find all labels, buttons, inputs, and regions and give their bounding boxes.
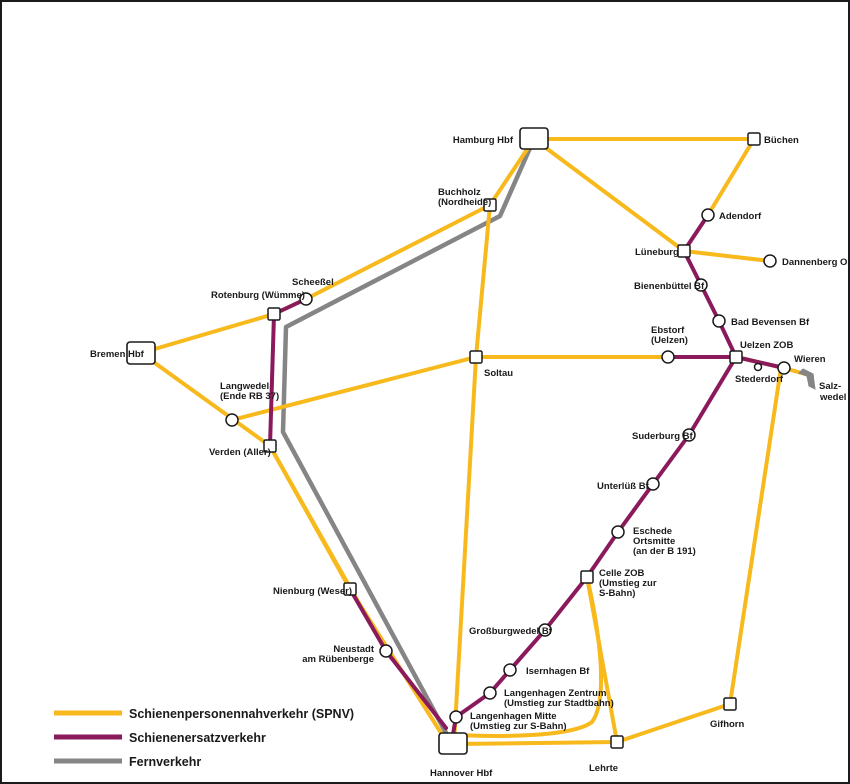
station-rotenburg[interactable] <box>267 307 281 321</box>
sev-uelzen-hannover <box>450 355 738 742</box>
legend-label-sev: Schienenersatzverkehr <box>129 731 266 745</box>
label-bienenbuettel: Bienenbüttel Bf <box>634 281 705 292</box>
station-neustadt[interactable] <box>379 644 393 658</box>
station-ebstorf[interactable] <box>661 350 675 364</box>
label-suderburg: Suderburg Bf <box>632 431 694 442</box>
label-bremen: Bremen Hbf <box>90 349 145 360</box>
spnv-lueneburg-dannenberg <box>682 249 772 263</box>
station-adendorf[interactable] <box>701 208 715 222</box>
station-buechen[interactable] <box>747 132 761 146</box>
square-stations <box>263 132 761 749</box>
station-stederdorf[interactable] <box>753 362 763 372</box>
station-lhmitte[interactable] <box>449 710 463 724</box>
label-dannenberg: Dannenberg Ost <box>782 257 848 268</box>
label-soltau: Soltau <box>484 368 513 379</box>
station-gifhorn[interactable] <box>723 697 737 711</box>
label-unterluess: Unterlüß Bf <box>597 481 650 492</box>
label-salzwedel: Salz-wedel <box>819 381 846 403</box>
station-nienburg[interactable] <box>343 582 357 596</box>
station-hamburg[interactable] <box>519 127 549 150</box>
label-lehrte: Lehrte <box>589 763 618 774</box>
label-isernhagen: Isernhagen Bf <box>526 666 590 677</box>
label-uelzen: Uelzen ZOB <box>740 340 793 351</box>
legend-label-fern: Fernverkehr <box>129 755 201 769</box>
station-scheessel[interactable] <box>299 292 313 306</box>
station-bienenbuettel[interactable] <box>694 278 708 292</box>
label-buechen: Büchen <box>764 135 799 146</box>
fernverkehr-lines <box>280 138 537 746</box>
station-unterluess[interactable] <box>646 477 660 491</box>
station-bremen[interactable] <box>126 341 156 365</box>
station-hannover[interactable] <box>438 732 468 755</box>
station-lhzentrum[interactable] <box>483 686 497 700</box>
spnv-bremen-verden <box>139 351 272 448</box>
label-verden: Verden (Aller) <box>209 447 271 458</box>
label-nienburg: Nienburg (Weser) <box>273 586 352 597</box>
label-buchholz: Buchholz(Nordheide) <box>438 187 491 208</box>
label-langwedel: Langwedel(Ende RB 37) <box>220 381 279 402</box>
station-dannenberg[interactable] <box>763 254 777 268</box>
spnv-hannover-lehrte <box>452 740 619 746</box>
legend: Schienenpersonennahverkehr (SPNV) Schien… <box>54 707 354 769</box>
station-celle[interactable] <box>580 570 594 584</box>
station-isernhagen[interactable] <box>503 663 517 677</box>
label-lueneburg: Lüneburg <box>635 247 679 258</box>
spnv-langwedel-uelzen <box>230 355 738 422</box>
legend-label-spnv: Schienenpersonennahverkehr (SPNV) <box>129 707 354 721</box>
label-lhmitte: Langenhagen Mitte(Umstieg zur S-Bahn) <box>470 711 567 732</box>
label-grossburgwedel: Großburgwedel Bf <box>469 626 553 637</box>
spnv-buchholz-hannover <box>452 203 492 746</box>
salzwedel-arrow <box>798 368 816 390</box>
spnv-hamburg-lueneburg <box>532 137 686 253</box>
station-wieren[interactable] <box>777 361 791 375</box>
station-bevensen[interactable] <box>712 314 726 328</box>
station-langwedel[interactable] <box>225 413 239 427</box>
label-rotenburg: Rotenburg (Wümme) <box>211 290 305 301</box>
station-buchholz[interactable] <box>483 198 497 212</box>
label-hamburg: Hamburg Hbf <box>453 135 514 146</box>
spnv-celle-hannover <box>455 575 604 738</box>
spnv-hamburg-buechen <box>532 137 756 217</box>
station-uelzen[interactable] <box>729 350 743 364</box>
station-grossburgwedel[interactable] <box>538 623 552 637</box>
station-suderburg[interactable] <box>682 428 696 442</box>
label-stederdorf: Stederdorf <box>735 374 784 385</box>
label-hannover: Hannover Hbf <box>430 768 493 779</box>
station-labels: Hamburg Hbf Büchen Buchholz(Nordheide) A… <box>90 135 848 779</box>
station-soltau[interactable] <box>469 350 483 364</box>
spnv-bremen-rotenburg <box>139 312 276 355</box>
station-verden[interactable] <box>263 439 277 453</box>
label-wieren: Wieren <box>794 354 826 365</box>
station-lehrte[interactable] <box>610 735 624 749</box>
label-bevensen: Bad Bevensen Bf <box>731 317 810 328</box>
label-lhzentrum: Langenhagen Zentrum(Umstieg zur Stadtbah… <box>504 688 614 709</box>
label-gifhorn: Gifhorn <box>710 719 744 730</box>
label-scheessel: Scheeßel <box>292 277 334 288</box>
label-ebstorf: Ebstorf(Uelzen) <box>651 325 688 346</box>
station-lueneburg[interactable] <box>677 244 691 258</box>
label-adendorf: Adendorf <box>719 211 762 222</box>
station-eschede[interactable] <box>611 525 625 539</box>
major-stations <box>126 127 549 755</box>
fern-line <box>280 138 537 746</box>
sev-uelzen-wieren <box>734 355 786 370</box>
circle-stations <box>225 208 791 724</box>
